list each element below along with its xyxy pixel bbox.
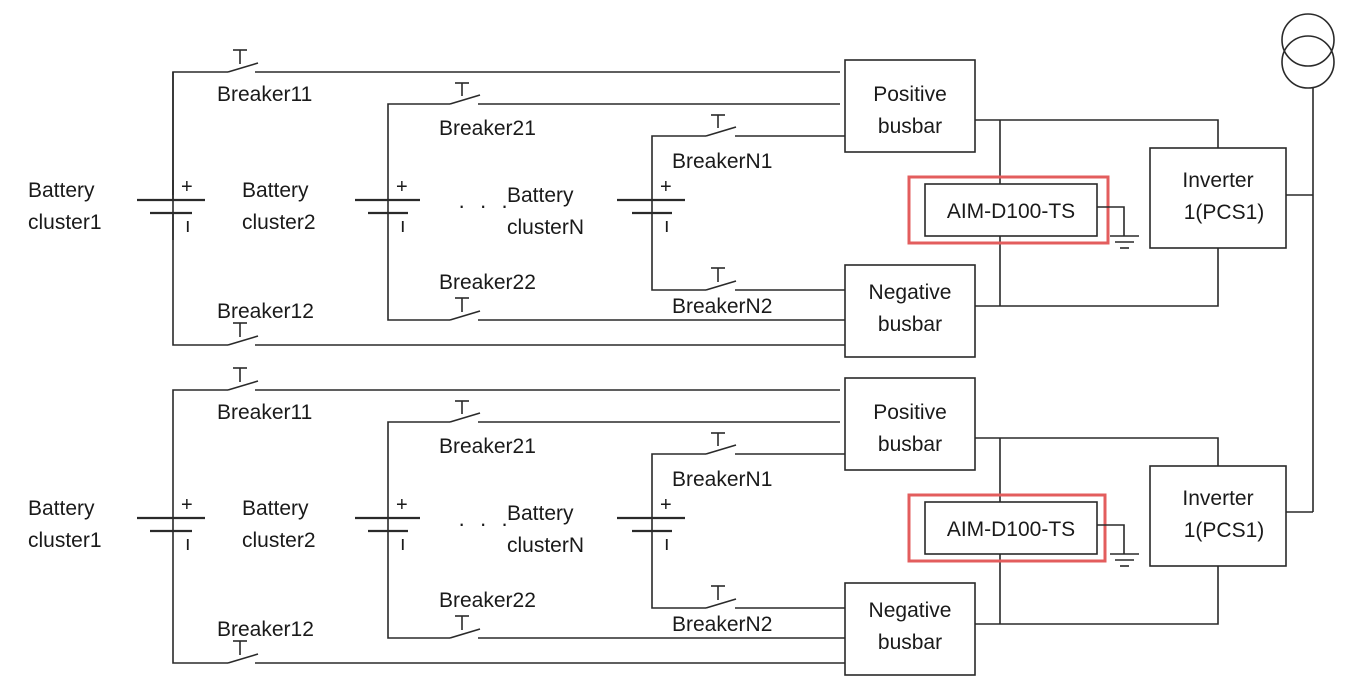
inverter-box	[1149, 465, 1287, 567]
breaker-12-label: Breaker12	[217, 618, 314, 641]
clustern-label-line1: Battery	[507, 502, 574, 525]
cluster2-label-line1: Battery	[242, 179, 309, 202]
breaker-n2-switch	[705, 267, 737, 291]
breaker-11-label: Breaker11	[217, 401, 312, 424]
positive-busbar-box	[844, 377, 976, 471]
battery-n-minus: ı	[664, 533, 670, 555]
ground-symbol	[1097, 206, 1139, 249]
battery-2-symbol	[355, 198, 420, 215]
negative-busbar-line2: busbar	[878, 631, 942, 654]
battery-1-symbol	[137, 180, 205, 240]
positive-busbar-line2: busbar	[878, 115, 942, 138]
negative-busbar-line1: Negative	[869, 599, 952, 622]
clustern-label-line2: clusterN	[507, 534, 584, 557]
battery-n-plus: +	[660, 176, 672, 198]
breaker-21-label: Breaker21	[439, 435, 536, 458]
breaker-12-switch	[227, 322, 259, 346]
breaker-21-switch	[449, 82, 481, 105]
battery-2-symbol	[355, 516, 420, 533]
battery-1-minus: ı	[185, 533, 191, 555]
cluster1-label-line2: cluster1	[28, 211, 102, 234]
breaker-n2-label: BreakerN2	[672, 613, 772, 636]
battery-n-minus: ı	[664, 215, 670, 237]
battery-1-plus: +	[181, 176, 193, 198]
battery-n-symbol	[617, 516, 685, 533]
clustern-label-line2: clusterN	[507, 216, 584, 239]
monitor-device-box	[924, 501, 1098, 555]
breaker-21-label: Breaker21	[439, 117, 536, 140]
cluster2-label-line2: cluster2	[242, 211, 316, 234]
cluster1-label-line1: Battery	[28, 179, 95, 202]
breaker-22-switch	[449, 615, 481, 639]
transformer	[1281, 13, 1335, 513]
positive-busbar-box	[844, 59, 976, 153]
ellipsis: · · ·	[458, 511, 512, 536]
negative-busbar-box	[844, 582, 976, 676]
inverter-line2: 1(PCS1)	[1184, 201, 1265, 224]
breaker-22-label: Breaker22	[439, 271, 536, 294]
cluster2-label-line2: cluster2	[242, 529, 316, 552]
inverter-line1: Inverter	[1182, 487, 1253, 510]
monitor-label: AIM-D100-TS	[947, 518, 1075, 541]
inverter-line1: Inverter	[1182, 169, 1253, 192]
system-1: Battery cluster1 Battery cluster2 Batter…	[28, 49, 1287, 358]
breaker-n2-label: BreakerN2	[672, 295, 772, 318]
battery-2-plus: +	[396, 494, 408, 516]
breaker-n1-label: BreakerN1	[672, 468, 772, 491]
positive-busbar-line2: busbar	[878, 433, 942, 456]
clustern-label-line1: Battery	[507, 184, 574, 207]
ground-symbol	[1097, 524, 1139, 567]
monitor-device-box	[924, 183, 1098, 237]
inverter-box	[1149, 147, 1287, 249]
breaker-11-label: Breaker11	[217, 83, 312, 106]
breaker-22-label: Breaker22	[439, 589, 536, 612]
negative-busbar-box	[844, 264, 976, 358]
battery-1-symbol	[137, 516, 205, 533]
negative-busbar-line2: busbar	[878, 313, 942, 336]
breaker-11-switch	[227, 367, 259, 391]
breaker-11-switch	[227, 49, 259, 73]
breaker-22-switch	[449, 297, 481, 321]
battery-2-minus: ı	[400, 215, 406, 237]
breaker-21-switch	[449, 400, 481, 423]
negative-busbar-line1: Negative	[869, 281, 952, 304]
battery-1-plus: +	[181, 494, 193, 516]
battery-2-minus: ı	[400, 533, 406, 555]
ellipsis: · · ·	[458, 193, 512, 218]
positive-busbar-line1: Positive	[873, 83, 947, 106]
breaker-n1-switch	[705, 432, 737, 455]
cluster1-label-line2: cluster1	[28, 529, 102, 552]
breaker-12-label: Breaker12	[217, 300, 314, 323]
monitor-label: AIM-D100-TS	[947, 200, 1075, 223]
inverter-line2: 1(PCS1)	[1184, 519, 1265, 542]
system-2: Battery cluster1 Battery cluster2 Batter…	[28, 367, 1287, 676]
battery-n-plus: +	[660, 494, 672, 516]
positive-busbar-line1: Positive	[873, 401, 947, 424]
battery-2-plus: +	[396, 176, 408, 198]
monitor-highlight	[907, 493, 1107, 563]
monitor-highlight	[907, 175, 1110, 245]
battery-n-symbol	[617, 198, 685, 215]
cluster1-label-line1: Battery	[28, 497, 95, 520]
breaker-n1-label: BreakerN1	[672, 150, 772, 173]
cluster2-label-line1: Battery	[242, 497, 309, 520]
battery-1-minus: ı	[185, 215, 191, 237]
breaker-n1-switch	[705, 114, 737, 137]
breaker-12-switch	[227, 640, 259, 664]
breaker-n2-switch	[705, 585, 737, 609]
